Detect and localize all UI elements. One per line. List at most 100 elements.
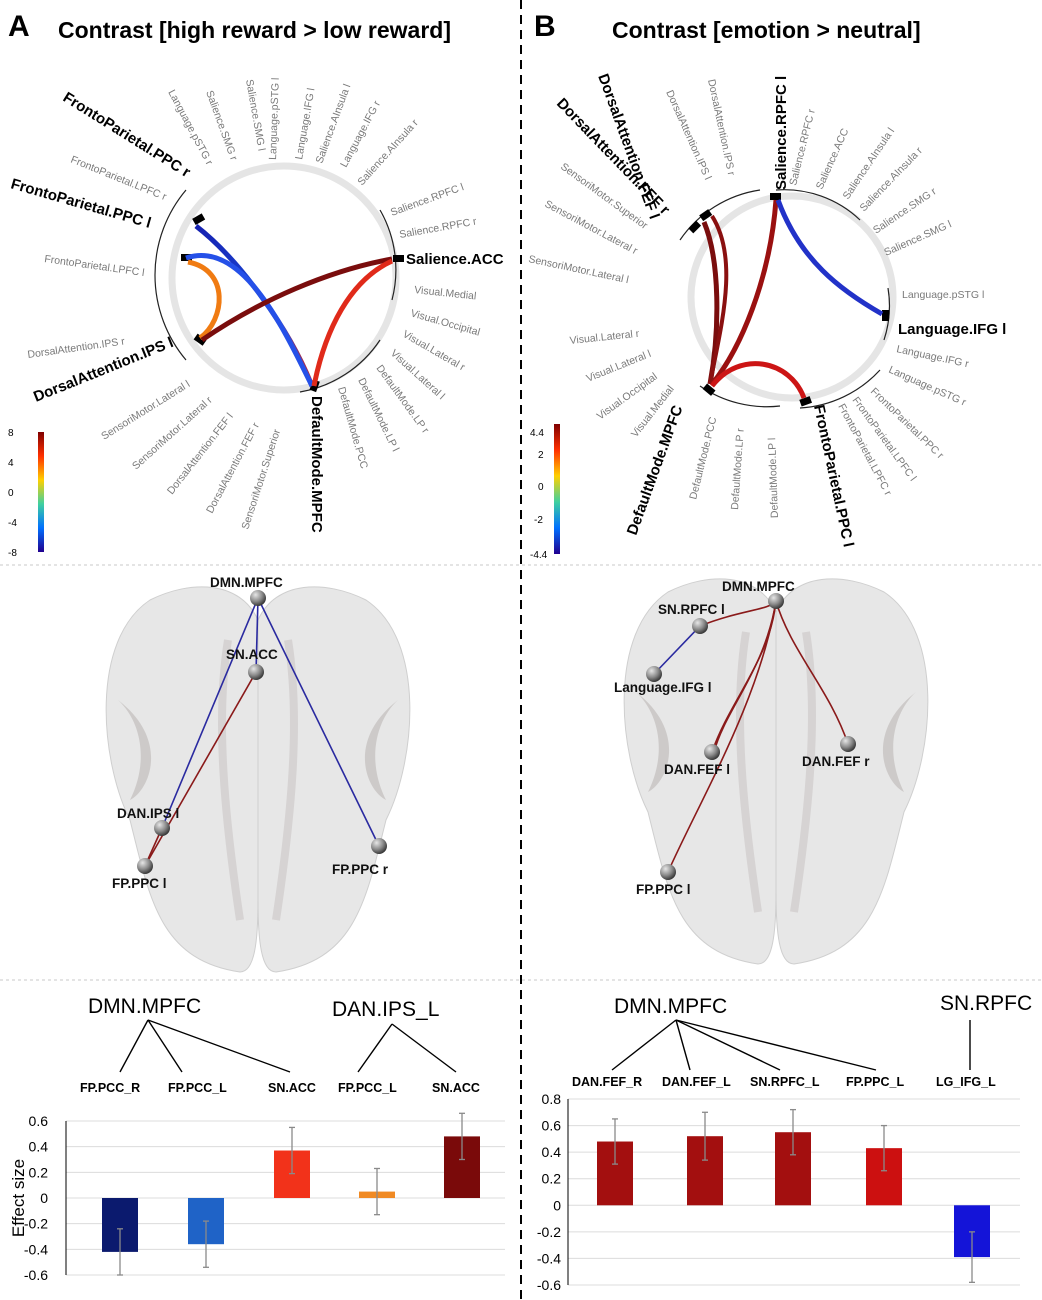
colorbar-tick: 2 <box>538 450 544 461</box>
panel-b: B Contrast [emotion > neutral] DorsalAtt… <box>527 10 1032 1293</box>
colorbar-gradient <box>38 432 44 552</box>
colorbar-tick: 4 <box>8 458 14 469</box>
y-tick-label: 0.4 <box>542 1144 562 1160</box>
chord-small-label: DefaultMode.LP l <box>766 438 781 519</box>
brain-node <box>692 618 708 634</box>
chord-small-label: Visual.Medial <box>414 284 477 302</box>
brain-structure <box>790 631 816 913</box>
brain-node <box>371 838 387 854</box>
brain-node-label: DAN.IPS l <box>117 806 179 821</box>
tree-leaf-label: DAN.FEF_L <box>662 1075 731 1089</box>
chord-connection <box>200 256 393 343</box>
brain-node <box>154 820 170 836</box>
network-arc-frontoparietal <box>799 369 881 409</box>
y-tick-label: 0.2 <box>542 1171 562 1187</box>
chord-node-marker <box>770 193 781 200</box>
tree-branch <box>357 1023 393 1073</box>
chord-small-label: DefaultMode.PCC <box>687 415 719 500</box>
chord-big-label: Salience.ACC <box>406 251 504 268</box>
colorbar-tick: -4.4 <box>530 550 548 561</box>
chord-small-label: Language.pSTG l <box>267 77 282 160</box>
y-tick-label: 0 <box>40 1190 48 1206</box>
chord-big-label: Language.IFG l <box>898 321 1006 338</box>
chord-connection <box>708 214 729 385</box>
chord-node-marker <box>799 396 813 407</box>
brain-node-label: FP.PPC l <box>636 882 691 897</box>
brain-node-label: SN.RPFC l <box>658 602 725 617</box>
brain-node <box>646 666 662 682</box>
chord-connection <box>710 199 779 386</box>
y-tick-label: -0.2 <box>24 1216 48 1232</box>
brain-node <box>660 864 676 880</box>
y-tick-label: 0.2 <box>29 1164 49 1180</box>
chord-small-label: Language.pSTG l <box>902 289 984 301</box>
tree-branch <box>675 1019 877 1071</box>
chord-node-marker <box>193 333 207 346</box>
colorbar-tick: -8 <box>8 548 17 559</box>
chord-small-label: Visual.Occipital <box>409 307 481 338</box>
panel-b-letter: B <box>534 10 556 43</box>
chord-small-label: Language.IFG l <box>293 87 317 160</box>
brain-node-label: SN.ACC <box>226 647 278 662</box>
y-tick-label: 0.4 <box>29 1139 49 1155</box>
brain-node-label: DMN.MPFC <box>210 575 283 590</box>
brain-node-label: DAN.FEF r <box>802 754 870 769</box>
chord-big-label: Salience.RPFC l <box>773 76 790 190</box>
tree-leaf-label: SN.ACC <box>268 1081 316 1095</box>
brain-node <box>250 590 266 606</box>
brain-node-label: DAN.FEF l <box>664 762 730 777</box>
chord-small-label: Language.IFG r <box>895 343 970 370</box>
network-arc-salience <box>379 209 397 301</box>
brain-structure <box>272 639 298 921</box>
chord-node-marker <box>702 383 716 396</box>
panel-b-title: Contrast [emotion > neutral] <box>612 17 921 43</box>
chord-ring-track <box>168 162 400 394</box>
network-arc-frontoparietal <box>154 189 187 361</box>
chord-connection <box>187 259 222 341</box>
brain-glassbrain-a: DMN.MPFC SN.ACC DAN.IPS l FP.PPC l FP.PP… <box>105 575 411 973</box>
tree-root-label: DAN.IPS_L <box>332 998 439 1021</box>
brain-glassbrain-b: DMN.MPFC SN.RPFC l Language.IFG l DAN.FE… <box>614 578 929 965</box>
tree-leaf-label: FP.PCC_R <box>80 1081 140 1095</box>
chord-node-marker <box>192 213 206 225</box>
chord-small-label: Salience.RPFC r <box>398 215 478 240</box>
brain-node-label: FP.PPC r <box>332 862 389 877</box>
tree-diagram-a: DMN.MPFC FP.PCC_R FP.PCC_L SN.ACC DAN.IP… <box>80 995 480 1095</box>
tree-leaf-label: SN.ACC <box>432 1081 480 1095</box>
colorbar-tick: 8 <box>8 428 14 439</box>
chord-small-label: DefaultMode.LP r <box>729 428 747 511</box>
colorbar-b: 4.4 2 0 -2 -4.4 <box>530 424 560 561</box>
chord-connection <box>185 253 315 388</box>
chord-connection <box>775 199 884 317</box>
y-tick-label: 0.6 <box>29 1113 49 1129</box>
colorbar-a: 8 4 0 -4 -8 <box>8 428 44 559</box>
chord-diagram-a: FrontoParietal.PPC r FrontoParietal.PPC … <box>9 77 504 532</box>
chord-small-label: Salience.SMG l <box>243 78 267 151</box>
colorbar-tick: -2 <box>534 515 543 526</box>
brain-structure <box>882 692 916 792</box>
brain-edge <box>653 625 701 675</box>
brain-edge <box>667 600 777 873</box>
tree-leaf-label: SN.RPFC_L <box>750 1075 820 1089</box>
brain-structure <box>218 639 244 921</box>
chord-small-label: Salience.RPFC l <box>389 181 465 219</box>
colorbar-tick: 0 <box>8 488 14 499</box>
tree-diagram-b: DMN.MPFC DAN.FEF_R DAN.FEF_L SN.RPFC_L F… <box>572 992 1032 1089</box>
network-arc-language <box>883 287 891 341</box>
chord-connection <box>710 361 807 399</box>
chord-ring-track <box>687 192 897 402</box>
brain-structure <box>118 700 152 800</box>
panel-a-letter: A <box>8 10 30 43</box>
brain-edge <box>775 600 849 745</box>
tree-branch <box>675 1019 781 1071</box>
brain-structure <box>636 692 670 792</box>
tree-branch <box>119 1019 149 1073</box>
y-tick-label: 0.6 <box>542 1118 562 1134</box>
colorbar-tick: 0 <box>538 482 544 493</box>
brain-structure <box>736 631 762 913</box>
tree-root-label: SN.RPFC <box>940 992 1032 1015</box>
brain-edge <box>255 597 259 673</box>
brain-node-label: FP.PPC l <box>112 876 167 891</box>
